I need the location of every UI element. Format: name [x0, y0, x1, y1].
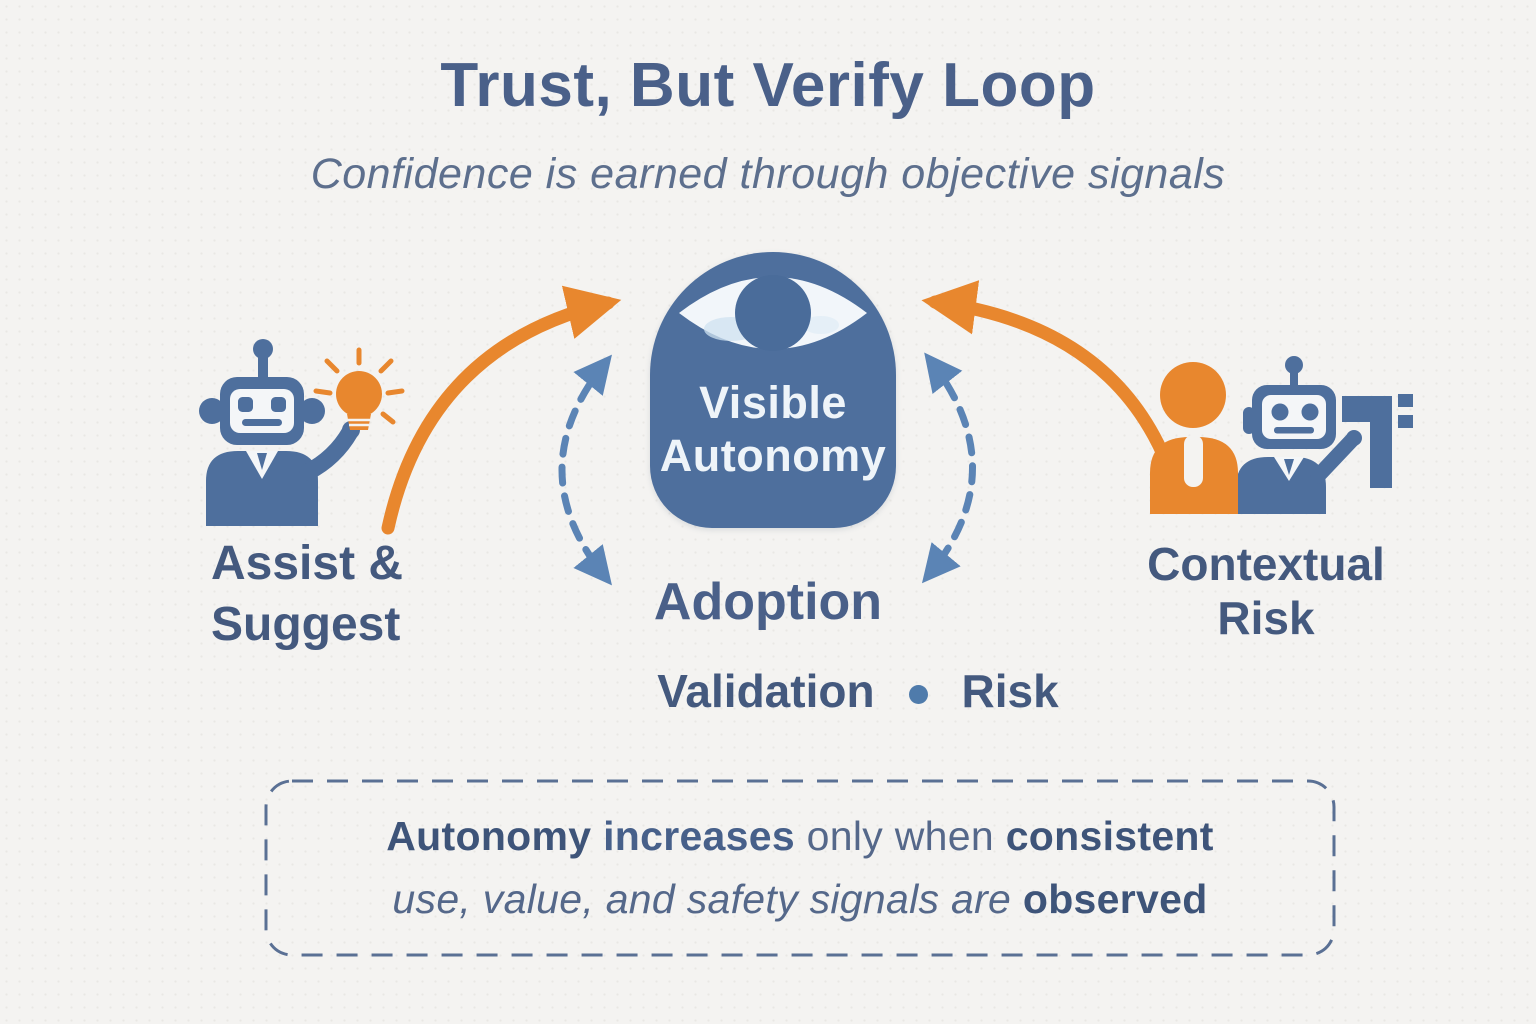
dot-separator-icon: [908, 684, 928, 704]
footnote-observed: observed: [1022, 876, 1208, 922]
contextual-risk-label: Contextual Risk: [1147, 538, 1385, 644]
dashed-loop-right-icon: [921, 352, 976, 584]
center-node-label: Visible Autonomy: [660, 376, 886, 482]
assist-suggest-label: Assist & Suggest: [211, 534, 403, 656]
page-subtitle: Confidence is earned through objective s…: [310, 150, 1226, 198]
footnote-increases: increases: [603, 813, 807, 859]
footnote-only-when: only when: [806, 813, 1006, 859]
dashed-loop-left-icon: [558, 354, 612, 586]
footnote-line1: Autonomy increases only when consistent: [386, 813, 1213, 860]
contextual-risk-icons: [1150, 356, 1413, 514]
risk-label: Risk: [961, 665, 1059, 717]
eye-icon: [679, 275, 867, 351]
assist-label-line2: Suggest: [211, 597, 401, 651]
page-title: Trust, But Verify Loop: [440, 51, 1096, 120]
signal-row: Validation Risk: [638, 664, 1078, 718]
validation-label: Validation: [657, 665, 875, 717]
lightbulb-icon: [313, 347, 405, 430]
person-icon: [1150, 362, 1238, 514]
footnote-dashed-border: [264, 779, 1336, 957]
robot-assistant-icon: [199, 339, 405, 526]
assist-label-line1: Assist &: [211, 537, 404, 590]
footnote-consistent: consistent: [1005, 813, 1214, 859]
center-label-line1: Visible: [699, 377, 847, 428]
visible-autonomy-node: Visible Autonomy: [650, 252, 896, 528]
adoption-label: Adoption: [653, 573, 883, 631]
center-label-line2: Autonomy: [659, 430, 887, 482]
robot-flag-icon: [1236, 356, 1413, 514]
footnote-signals-text: use, value, and safety signals are: [392, 876, 1023, 922]
footnote-autonomy: Autonomy: [386, 813, 604, 859]
curved-arrow-right-icon: [921, 280, 1175, 473]
footnote-line2: use, value, and safety signals are obser…: [392, 876, 1207, 923]
curved-arrow-left-icon: [381, 285, 622, 535]
footnote-box: Autonomy increases only when consistent …: [264, 779, 1336, 957]
